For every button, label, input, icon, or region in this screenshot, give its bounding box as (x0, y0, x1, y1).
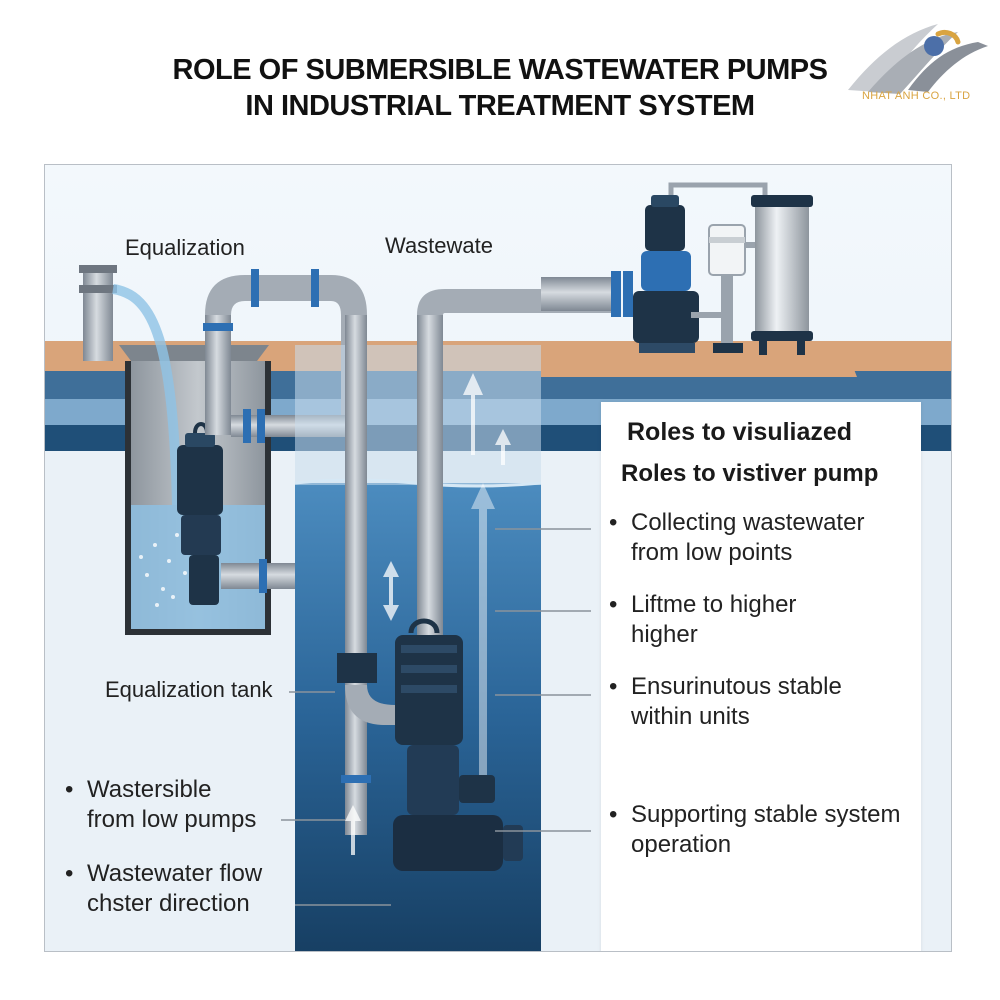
filter-column-icon (751, 195, 813, 355)
company-name: NHAT ANH CO., LTD (862, 90, 971, 102)
roles-panel-subtitle: Roles to vistiver pump (621, 460, 879, 487)
title-line-2: IN INDUSTRIAL TREATMENT SYSTEM (245, 90, 755, 122)
label-equalization-tank: Equalization tank (105, 677, 273, 702)
title-line-1: ROLE OF SUBMERSIBLE WASTEWATER PUMPS (172, 54, 828, 86)
left-note-1: • Wastersible from low pumps (65, 776, 257, 833)
role-item: • Liftme to higher higher (609, 591, 797, 648)
dosing-tank-icon (708, 224, 746, 353)
company-logo-icon (848, 24, 988, 94)
left-note-2: • Wastewater flow chster direction (65, 860, 263, 917)
role-item: • Collecting wastewater from low points (609, 509, 865, 566)
flow-arrows (345, 373, 511, 855)
role-item: • Supporting stable system operation (609, 801, 901, 858)
role-item: • Ensurinutous stable within units (609, 673, 842, 730)
inflow-stream (112, 284, 182, 506)
label-wastewater: Wastewate (385, 233, 494, 258)
roles-panel-title: Roles to visuliazed (627, 418, 853, 446)
page-title: ROLE OF SUBMERSIBLE WASTEWATER PUMPS IN … (120, 52, 880, 124)
diagram-frame: Equalization Wastewate Equalization tank… (44, 164, 952, 952)
surface-pump-icon (633, 195, 699, 353)
main-submersible-pump-icon (393, 618, 523, 871)
roles-panel: Roles to visuliazed Roles to vistiver pu… (601, 402, 921, 951)
equalization-pump-icon (177, 422, 223, 605)
label-equalization: Equalization (125, 235, 245, 260)
